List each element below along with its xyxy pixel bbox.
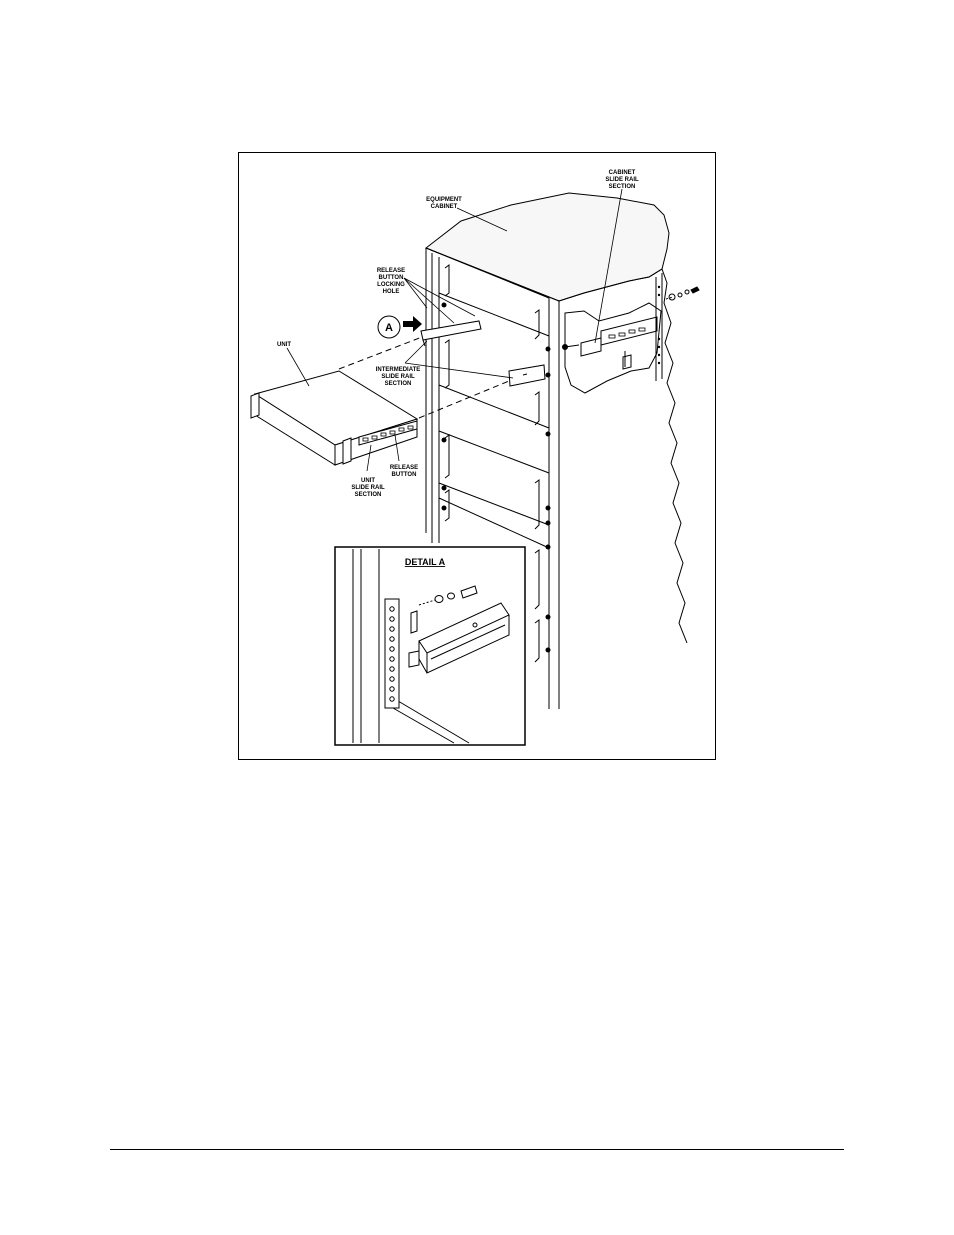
label-release-button: RELEASE BUTTON bbox=[390, 465, 418, 478]
svg-text:BUTTON: BUTTON bbox=[392, 472, 417, 478]
svg-text:SLIDE RAIL: SLIDE RAIL bbox=[351, 485, 385, 491]
svg-text:SECTION: SECTION bbox=[355, 492, 382, 498]
mounting-screws bbox=[441, 302, 551, 653]
svg-text:RELEASE: RELEASE bbox=[377, 268, 405, 274]
label-equipment-cabinet: EQUIPMENT CABINET bbox=[426, 197, 462, 210]
callout-label: A bbox=[385, 322, 393, 334]
svg-text:SLIDE RAIL: SLIDE RAIL bbox=[605, 177, 639, 183]
intermediate-slide-rail-upper bbox=[420, 320, 482, 347]
svg-text:SLIDE RAIL: SLIDE RAIL bbox=[381, 374, 415, 380]
rack-mount-diagram: CABINET SLIDE RAIL SECTION EQUIPMENT CAB… bbox=[250, 170, 700, 746]
intermediate-slide-rail-lower bbox=[508, 364, 546, 387]
label-release-locking-hole: RELEASE BUTTON LOCKING HOLE bbox=[377, 268, 405, 295]
svg-text:CABINET: CABINET bbox=[431, 204, 458, 210]
cabinet-cutaway bbox=[564, 302, 662, 394]
label-cabinet-rail: CABINET SLIDE RAIL SECTION bbox=[605, 170, 639, 190]
detail-a-inset bbox=[334, 546, 526, 746]
svg-text:UNIT: UNIT bbox=[361, 478, 375, 484]
callout-circle bbox=[377, 315, 401, 339]
cabinet-top bbox=[425, 192, 670, 302]
leader-lines bbox=[286, 188, 623, 472]
figure-frame: CABINET SLIDE RAIL SECTION EQUIPMENT CAB… bbox=[238, 152, 716, 760]
unit-chassis bbox=[250, 370, 419, 466]
panel-handles bbox=[534, 309, 540, 663]
label-intermediate-rail: INTERMEDIATE SLIDE RAIL SECTION bbox=[376, 367, 421, 387]
label-unit: UNIT bbox=[277, 342, 291, 348]
left-panel-handles bbox=[444, 264, 450, 522]
svg-text:HOLE: HOLE bbox=[383, 289, 400, 295]
rear-upright-post bbox=[655, 273, 663, 381]
svg-text:EQUIPMENT: EQUIPMENT bbox=[426, 197, 462, 203]
svg-text:CABINET: CABINET bbox=[609, 170, 636, 176]
footer-rule bbox=[110, 1149, 844, 1150]
detail-a-title: DETAIL A bbox=[405, 557, 446, 567]
svg-text:LOCKING: LOCKING bbox=[377, 282, 405, 288]
svg-text:SECTION: SECTION bbox=[385, 381, 412, 387]
rear-hardware bbox=[665, 286, 700, 301]
svg-text:RELEASE: RELEASE bbox=[390, 465, 418, 471]
cabinet-side-wall bbox=[558, 268, 688, 644]
cabinet-slide-rail bbox=[562, 316, 658, 370]
svg-text:BUTTON: BUTTON bbox=[379, 275, 404, 281]
svg-text:SECTION: SECTION bbox=[609, 184, 636, 190]
label-unit-rail: UNIT SLIDE RAIL SECTION bbox=[351, 478, 385, 498]
svg-text:INTERMEDIATE: INTERMEDIATE bbox=[376, 367, 421, 373]
callout-arrow bbox=[403, 316, 422, 332]
